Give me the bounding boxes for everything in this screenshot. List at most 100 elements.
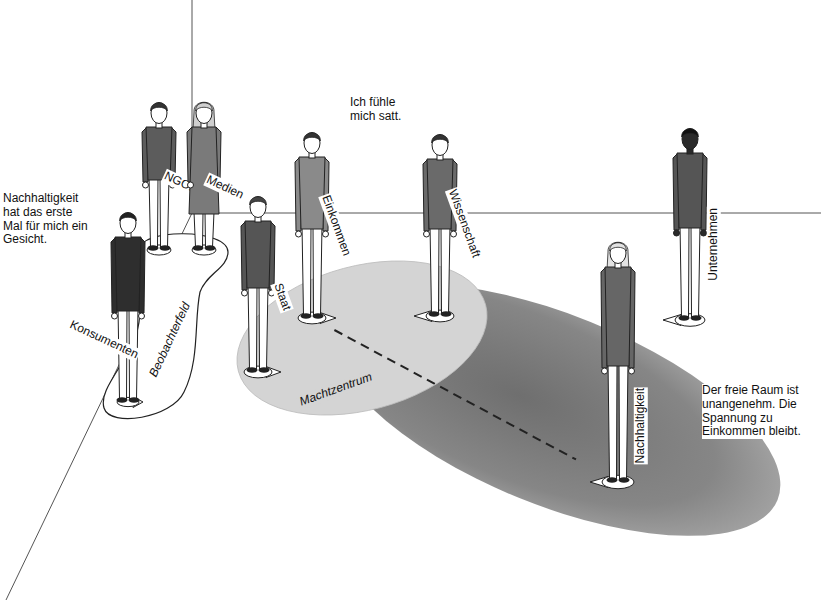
person-shoe: [247, 367, 258, 373]
person-leg: [302, 225, 311, 315]
person-shoe: [429, 311, 440, 317]
person-shoe: [259, 367, 270, 373]
person-leg: [205, 212, 214, 247]
person-hair: [682, 129, 699, 137]
person-hair: [610, 243, 627, 251]
person-figure: Staat: [242, 192, 291, 388]
person-hand: [112, 313, 118, 319]
person-torso: [677, 153, 703, 228]
person-leg: [441, 225, 450, 313]
room-edge-line: [192, 213, 821, 214]
person-shoe: [679, 315, 690, 321]
person-leg: [619, 362, 628, 479]
person-hand: [674, 230, 680, 236]
person-head: [196, 103, 212, 124]
person-figure: Unternehmen: [652, 122, 724, 334]
person-drawing: [663, 129, 707, 327]
person-hair: [151, 103, 168, 111]
person-shoe: [301, 313, 312, 319]
person-hand: [451, 231, 457, 237]
standing-disc: [244, 366, 272, 378]
person-leg: [680, 224, 689, 317]
person-leg: [160, 176, 169, 247]
person-drawing: [111, 213, 145, 408]
person-shoe: [691, 315, 702, 321]
person-torso: [115, 237, 141, 311]
figure-label: Staat: [270, 281, 293, 314]
person-leg: [149, 176, 158, 247]
person-torso: [605, 267, 631, 366]
region-field: Machtzentrum EinkommenStaat Wissenschaft: [236, 126, 490, 424]
quote-holder: Nachhaltigkeit hat das erste Mal für mic…: [3, 192, 95, 247]
person-figure: Einkommen: [296, 128, 345, 330]
person-head: [682, 129, 698, 150]
person-shoe: [160, 245, 171, 251]
speech-quote: Nachhaltigkeit hat das erste Mal für mic…: [3, 192, 95, 247]
person-torso: [245, 221, 271, 288]
person-hair: [304, 133, 321, 141]
person-head: [120, 213, 136, 234]
person-hand: [629, 368, 635, 374]
person-shoe: [205, 245, 216, 251]
dashed-connector: [334, 330, 576, 459]
region-field: Beobachterfeld NGOsMedienKonsumenten: [96, 94, 234, 432]
person-shoe: [129, 397, 140, 403]
person-leg: [608, 362, 617, 479]
person-hand: [323, 231, 329, 237]
person-figure: Nachhaltigkeit: [576, 236, 650, 494]
person-leg: [313, 225, 322, 315]
figure-label: Unternehmen: [707, 207, 721, 282]
person-figure: NGOs: [146, 96, 190, 262]
person-hand: [602, 368, 608, 374]
person-shoe: [607, 477, 618, 483]
person-shoe: [619, 477, 630, 483]
person-head: [432, 135, 448, 156]
figure-svg: [96, 206, 146, 412]
person-shoe: [441, 311, 452, 317]
person-hand: [242, 290, 248, 296]
person-drawing: [414, 135, 457, 322]
person-torso: [299, 157, 325, 229]
person-hand: [143, 182, 149, 188]
person-hair: [120, 213, 137, 221]
person-dress: [189, 127, 219, 214]
region-label: Beobachterfeld: [146, 299, 194, 382]
person-hand: [296, 231, 302, 237]
person-shoe: [193, 245, 204, 251]
person-hair: [432, 135, 449, 143]
standing-disc: [298, 312, 326, 324]
quote-holder: Ich fühle mich satt.: [350, 96, 406, 124]
person-leg: [430, 225, 439, 313]
observer-field-outline: [103, 234, 228, 419]
person-head: [610, 243, 626, 264]
person-hand: [139, 313, 145, 319]
person-hair: [196, 103, 213, 111]
person-shoe: [148, 245, 159, 251]
person-leg: [691, 224, 700, 317]
person-figure: Wissenschaft: [408, 130, 473, 330]
person-head: [304, 133, 320, 154]
speech-quote: Ich fühle mich satt.: [350, 96, 406, 124]
quote-holder: Der freie Raum ist unangenehm. Die Spann…: [702, 384, 814, 439]
person-leg: [259, 284, 268, 369]
person-head: [151, 103, 167, 124]
speech-quote: Der freie Raum ist unangenehm. Die Spann…: [702, 384, 814, 439]
standing-disc: [675, 314, 705, 327]
person-figure: Konsumenten: [96, 206, 146, 412]
person-leg: [248, 284, 257, 369]
person-hand: [701, 230, 707, 236]
person-shoe: [117, 397, 128, 403]
person-drawing: [590, 242, 635, 488]
person-leg: [194, 212, 203, 247]
standing-disc: [426, 310, 454, 322]
standing-disc: [602, 475, 634, 488]
person-hand: [188, 182, 194, 188]
person-shoe: [313, 313, 324, 319]
person-hair: [250, 197, 267, 205]
person-head: [250, 197, 266, 218]
standing-disc: [192, 245, 216, 255]
person-figure: Medien: [190, 96, 234, 262]
observer-field-fill: [103, 234, 228, 419]
region-label: Machtzentrum: [296, 370, 376, 410]
